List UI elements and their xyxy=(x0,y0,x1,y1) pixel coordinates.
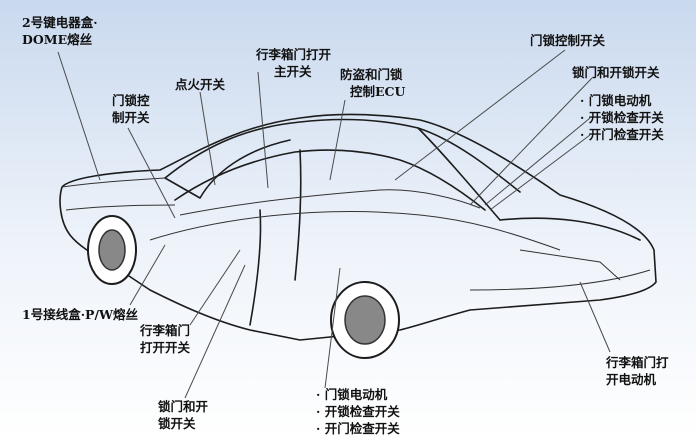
label-line: 控制ECU xyxy=(350,84,406,99)
label-line: DOME熔丝 xyxy=(22,32,93,47)
label-line: 锁开关 xyxy=(158,416,196,431)
label-lock-unlock-switch-left: 锁门和开 锁开关 xyxy=(158,398,208,432)
label-line: 锁门和开锁开关 xyxy=(572,65,660,80)
label-line: 行李箱门打 xyxy=(606,355,669,370)
label-theft-door-lock-ecu: 防盗和门锁 控制ECU xyxy=(340,66,405,100)
label-trunk-open-switch: 行李箱门 打开开关 xyxy=(140,322,190,356)
label-line: 门锁控 xyxy=(112,93,150,108)
label-line: · 门锁电动机 xyxy=(316,387,388,402)
label-line: 锁门和开 xyxy=(158,399,209,414)
label-line: 行李箱门打开 xyxy=(256,47,332,62)
label-line: 点火开关 xyxy=(175,77,226,92)
label-line: · 开锁检查开关 xyxy=(580,110,664,125)
label-door-lock-control-switch-right: 门锁控制开关 xyxy=(530,32,605,49)
label-door-lock-control-switch: 门锁控 制开关 xyxy=(112,92,150,126)
label-line: · 开门检查开关 xyxy=(580,127,664,142)
label-line: 门锁控制开关 xyxy=(530,33,606,48)
label-line: · 开锁检查开关 xyxy=(316,404,400,419)
label-ignition-switch: 点火开关 xyxy=(175,76,225,93)
front-wheel xyxy=(87,215,137,285)
label-rear-door-items: · 门锁电动机 · 开锁检查开关 · 开门检查开关 xyxy=(580,92,664,143)
car-body xyxy=(59,113,657,341)
label-relay-box-2: 2号键电器盒· DOME熔丝 xyxy=(22,14,98,48)
label-line: · 门锁电动机 xyxy=(580,93,652,108)
label-line: 2号键电器盒· xyxy=(22,15,98,30)
label-line: 行李箱门 xyxy=(140,323,191,338)
label-line: 1号接线盒·P/W熔丝 xyxy=(22,307,139,322)
label-line: 打开开关 xyxy=(140,340,191,355)
label-line: 主开关 xyxy=(274,64,312,79)
leader-lines xyxy=(57,49,611,399)
label-line: 开电动机 xyxy=(606,372,657,387)
label-junction-box-1: 1号接线盒·P/W熔丝 xyxy=(22,306,138,323)
label-line: · 开门检查开关 xyxy=(316,421,400,436)
label-trunk-open-motor: 行李箱门打 开电动机 xyxy=(606,354,669,388)
rear-wheel xyxy=(330,281,400,359)
label-line: 制开关 xyxy=(112,110,150,125)
label-front-door-items: · 门锁电动机 · 开锁检查开关 · 开门检查开关 xyxy=(316,386,400,437)
label-trunk-open-main-switch: 行李箱门打开 主开关 xyxy=(256,46,331,80)
label-lock-unlock-switch-right: 锁门和开锁开关 xyxy=(572,64,660,81)
label-line: 防盗和门锁 xyxy=(340,67,403,82)
